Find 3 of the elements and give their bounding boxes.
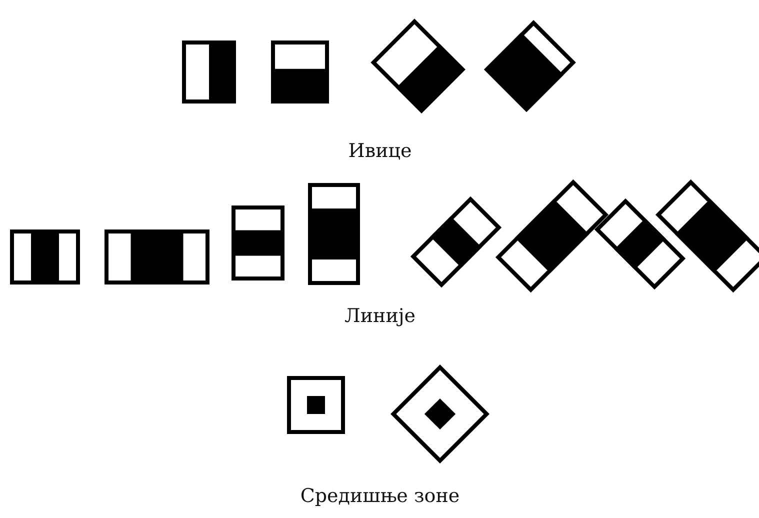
caption-text: Средишње зоне xyxy=(300,485,460,508)
caption-text: Линије xyxy=(344,305,416,328)
caption-text: Ивице xyxy=(348,140,412,163)
